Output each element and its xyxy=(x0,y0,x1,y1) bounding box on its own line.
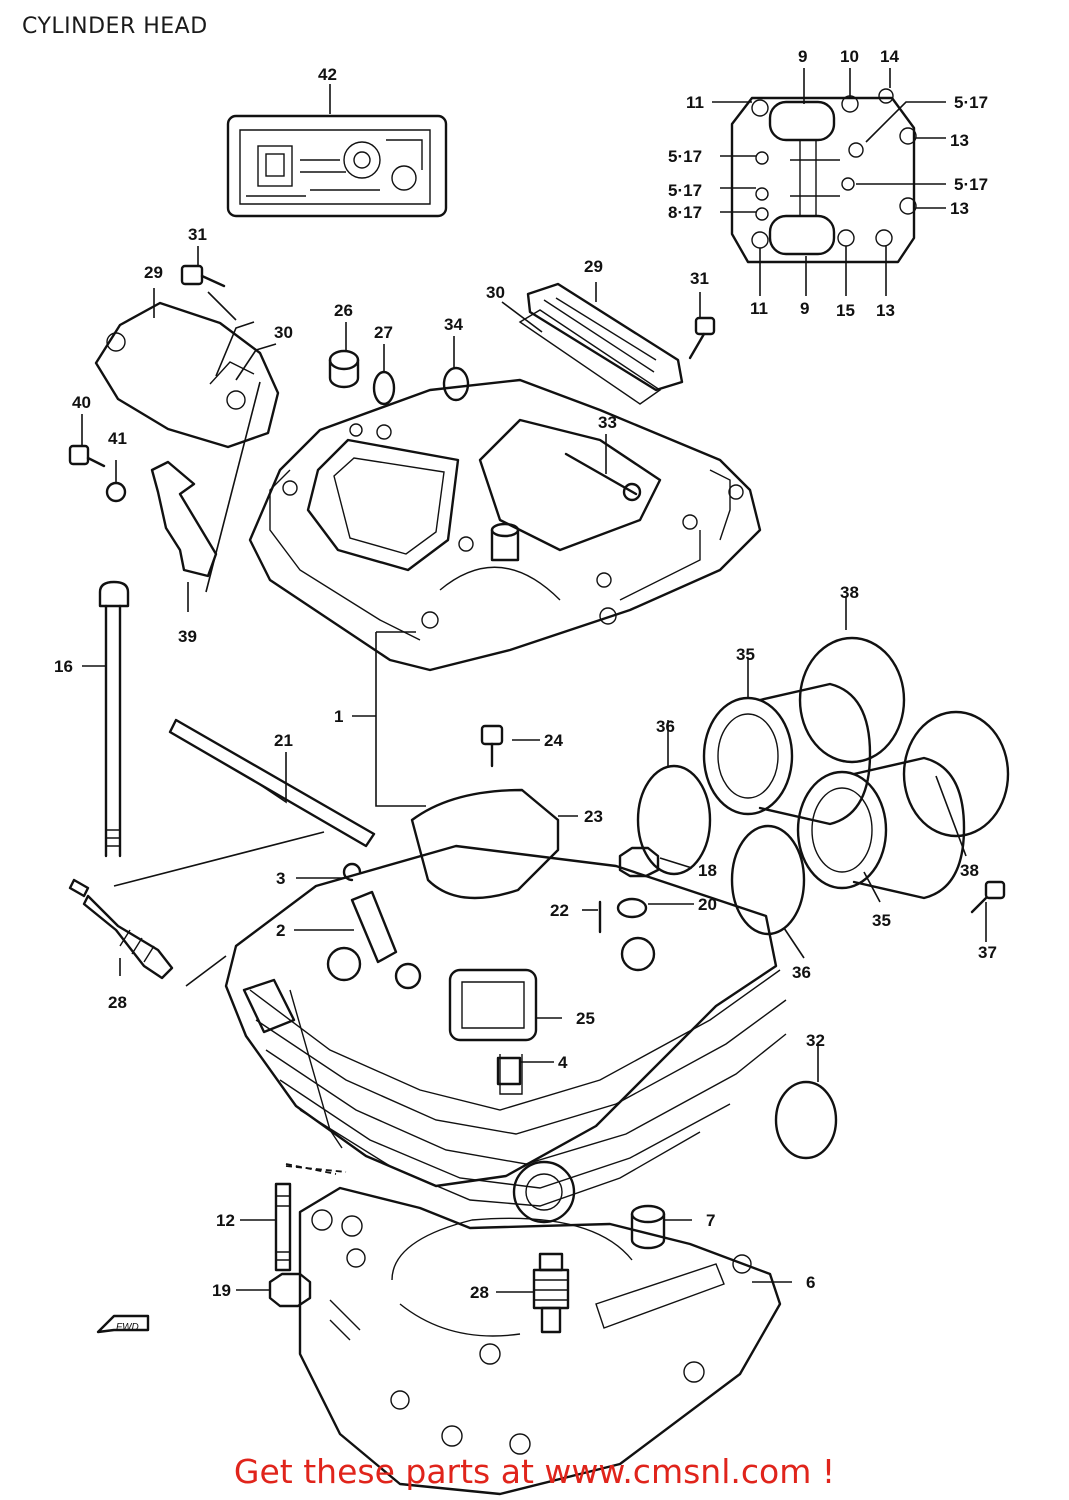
callout-5-17: 5·17 xyxy=(954,93,988,112)
callout-34: 34 xyxy=(444,315,463,334)
page-title: CYLINDER HEAD xyxy=(22,14,208,39)
part-24-bolt xyxy=(480,724,504,768)
callout-27: 27 xyxy=(374,323,393,342)
part-40-bolt xyxy=(68,444,106,468)
part-30-gasket-right xyxy=(518,309,662,405)
callout-9: 9 xyxy=(798,47,807,66)
part-20-washer xyxy=(616,897,648,919)
part-16-long-bolt xyxy=(98,580,130,858)
callout-9: 9 xyxy=(800,299,809,318)
callout-37: 37 xyxy=(978,943,997,962)
callout-23: 23 xyxy=(584,807,603,826)
part-35-intake-pipe-lower xyxy=(796,756,966,900)
fwd-label: FWD xyxy=(116,1322,139,1333)
cylinder-head-lower xyxy=(224,844,787,1224)
callout-11: 11 xyxy=(686,93,704,112)
part-6-head-gasket xyxy=(298,1186,782,1496)
part-42-gasket-set xyxy=(226,114,448,218)
part-23-chain-guide xyxy=(410,788,560,900)
callout-1: 1 xyxy=(334,707,343,726)
callout-31: 31 xyxy=(690,269,709,288)
callout-31: 31 xyxy=(188,225,207,244)
callout-30: 30 xyxy=(274,323,293,342)
callout-13: 13 xyxy=(950,199,969,218)
part-39-bracket xyxy=(150,460,218,578)
callout-38: 38 xyxy=(960,861,979,880)
callout-18: 18 xyxy=(698,861,717,880)
callout-28: 28 xyxy=(108,993,127,1012)
part-28-spark-plug-left xyxy=(68,878,174,980)
callout-20: 20 xyxy=(698,895,717,914)
callout-3: 3 xyxy=(276,869,285,888)
part-41-washer xyxy=(105,481,127,503)
part-31-bolt-right xyxy=(688,316,716,360)
part-33-nut xyxy=(622,482,642,502)
part-28-spark-plug-bottom xyxy=(532,1252,570,1334)
callout-26: 26 xyxy=(334,301,353,320)
callout-36: 36 xyxy=(792,963,811,982)
callout-21: 21 xyxy=(274,731,293,750)
callout-8-17: 8·17 xyxy=(668,203,702,222)
callout-42: 42 xyxy=(318,65,337,84)
callout-33: 33 xyxy=(598,413,617,432)
callout-6: 6 xyxy=(806,1273,815,1292)
callout-28: 28 xyxy=(470,1283,489,1302)
callout-labels: 42 31 29 30 40 41 39 26 27 34 30 29 31 3… xyxy=(54,47,997,1302)
leader-lines xyxy=(81,68,987,1293)
callout-4: 4 xyxy=(558,1053,568,1072)
part-35-intake-pipe-upper xyxy=(702,682,872,826)
callout-40: 40 xyxy=(72,393,91,412)
callout-29: 29 xyxy=(584,257,603,276)
callout-41: 41 xyxy=(108,429,127,448)
part-12-stud xyxy=(274,1182,292,1272)
callout-30: 30 xyxy=(486,283,505,302)
callout-29: 29 xyxy=(144,263,163,282)
callout-16: 16 xyxy=(54,657,73,676)
part-37-screw xyxy=(970,880,1006,914)
part-3-circlip xyxy=(342,862,362,882)
callout-7: 7 xyxy=(706,1211,715,1230)
part-38-clamp-lower xyxy=(902,710,1010,838)
callout-5-17: 5·17 xyxy=(954,175,988,194)
callout-24: 24 xyxy=(544,731,563,750)
callout-2: 2 xyxy=(276,921,285,940)
promo-banner[interactable]: Get these parts at www.cmsnl.com ! xyxy=(233,1452,836,1491)
callout-22: 22 xyxy=(550,901,569,920)
part-26-plug xyxy=(328,349,360,389)
callout-38: 38 xyxy=(840,583,859,602)
fwd-arrow-icon: FWD xyxy=(96,1314,150,1334)
callout-11: 11 xyxy=(750,299,768,318)
part-29-tappet-cover-left xyxy=(94,301,280,449)
part-7-dowel xyxy=(630,1204,666,1250)
part-34-cap xyxy=(442,366,470,402)
part-4-dowel xyxy=(496,1056,522,1086)
part-21-shaft xyxy=(168,718,376,848)
callout-5-17: 5·17 xyxy=(668,181,702,200)
cylinder-head-upper xyxy=(248,378,762,672)
part-29-tappet-cover-right xyxy=(526,282,684,392)
part-19-nut xyxy=(268,1272,312,1308)
callout-35: 35 xyxy=(872,911,891,930)
callout-10: 10 xyxy=(840,47,859,66)
part-36-o-ring-upper xyxy=(636,764,712,876)
callout-36: 36 xyxy=(656,717,675,736)
cylinder-head-top-view xyxy=(730,88,917,264)
part-27-o-ring xyxy=(372,370,396,406)
callout-13: 13 xyxy=(950,131,969,150)
callout-12: 12 xyxy=(216,1211,235,1230)
callout-19: 19 xyxy=(212,1281,231,1300)
callout-32: 32 xyxy=(806,1031,825,1050)
callout-35: 35 xyxy=(736,645,755,664)
callout-39: 39 xyxy=(178,627,197,646)
callout-25: 25 xyxy=(576,1009,595,1028)
part-38-clamp-upper xyxy=(798,636,906,764)
part-36-o-ring-lower xyxy=(730,824,806,936)
callout-13: 13 xyxy=(876,301,895,320)
part-32-plug xyxy=(774,1080,838,1160)
callout-5-17: 5·17 xyxy=(668,147,702,166)
callout-15: 15 xyxy=(836,301,855,320)
part-31-bolt-left xyxy=(180,264,226,288)
callout-14: 14 xyxy=(880,47,899,66)
